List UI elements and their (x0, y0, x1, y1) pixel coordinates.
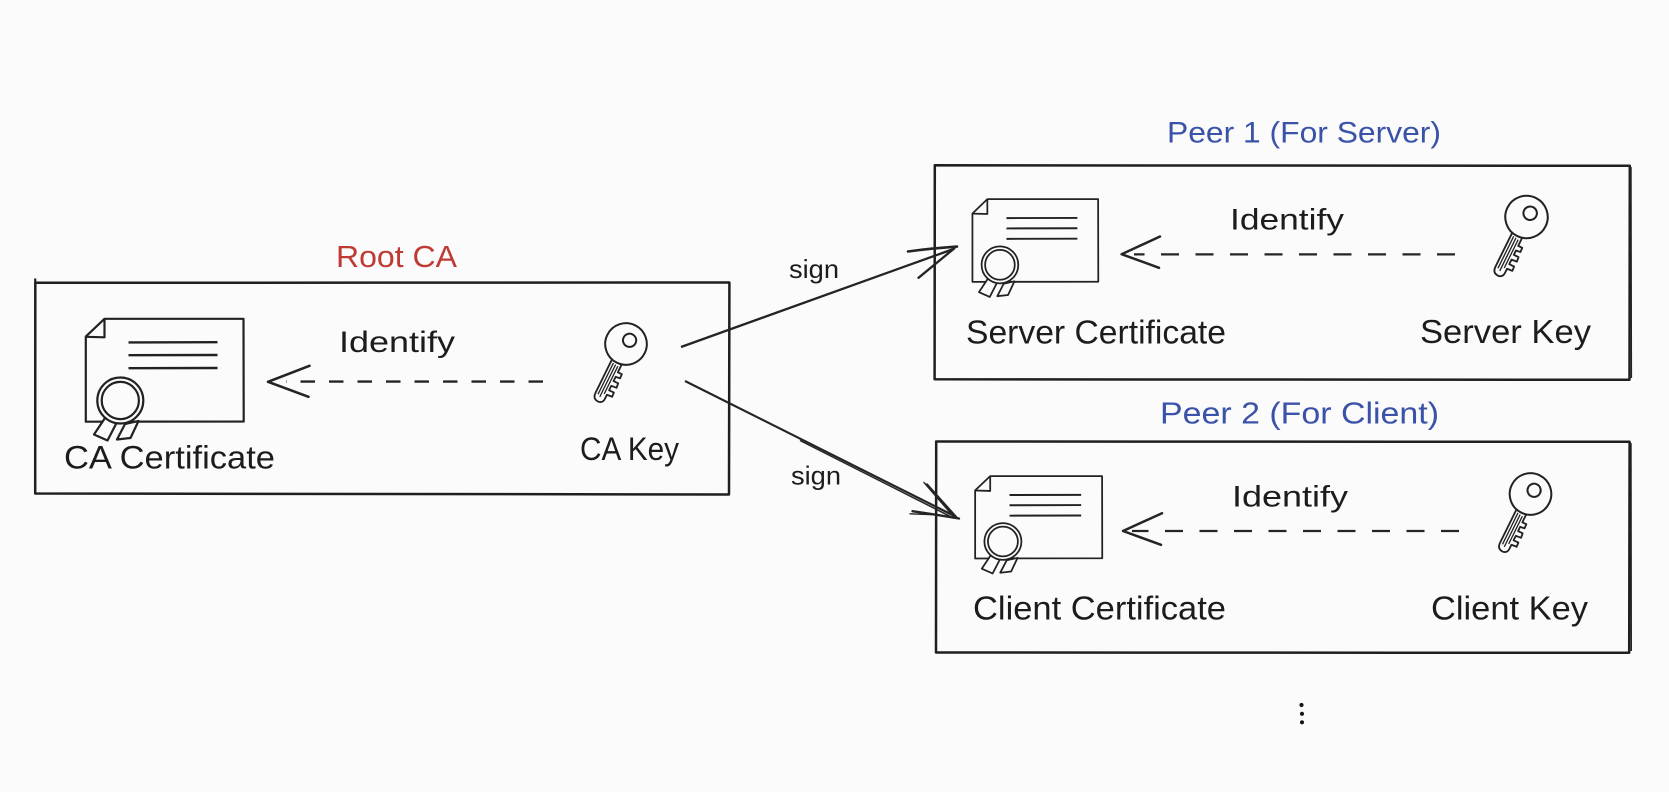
svg-text:Identify: Identify (339, 326, 455, 359)
svg-text:Client Certificate: Client Certificate (973, 590, 1226, 627)
svg-text:Identify: Identify (1230, 204, 1344, 237)
svg-text:Peer 2 (For Client): Peer 2 (For Client) (1160, 396, 1439, 431)
svg-text:Client Key: Client Key (1431, 590, 1589, 627)
svg-text:Server Certificate: Server Certificate (966, 314, 1226, 351)
svg-text:sign: sign (789, 254, 839, 284)
svg-text:Server Key: Server Key (1420, 313, 1592, 350)
svg-text:Identify: Identify (1232, 481, 1348, 514)
svg-text:Peer 1 (For Server): Peer 1 (For Server) (1167, 117, 1441, 150)
svg-text:CA Certificate: CA Certificate (64, 440, 275, 476)
svg-text:Root CA: Root CA (336, 239, 457, 274)
svg-text:sign: sign (791, 461, 841, 491)
svg-text:CA Key: CA Key (580, 431, 679, 467)
